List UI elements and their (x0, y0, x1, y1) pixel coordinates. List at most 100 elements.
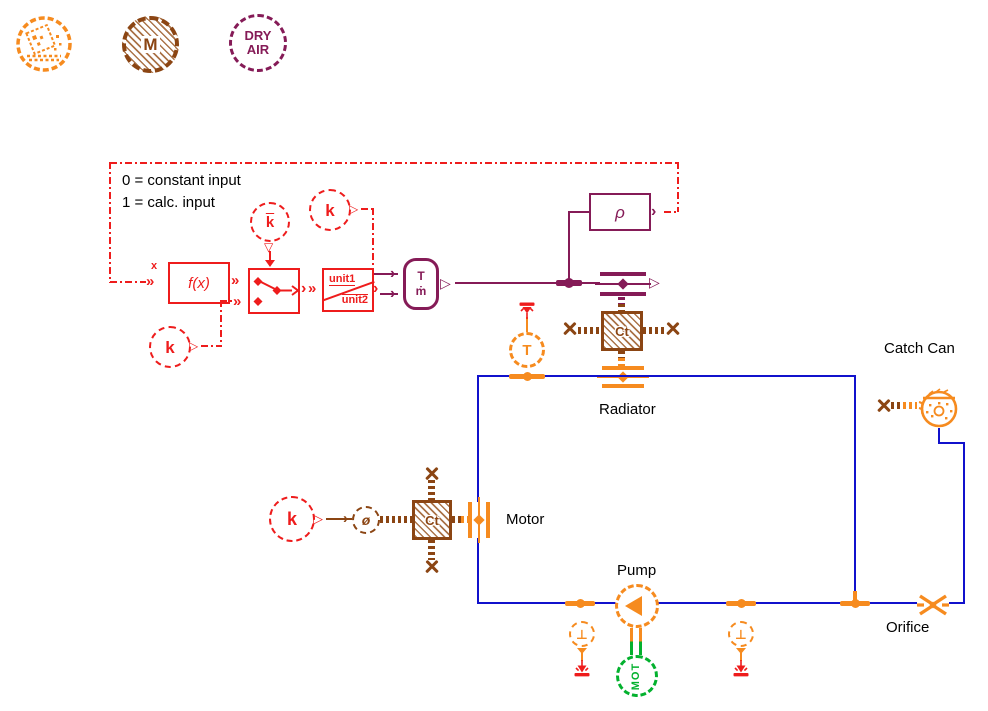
coolant-pipe-top[interactable] (478, 375, 855, 377)
prime-mover-label: MOT (630, 662, 643, 690)
feedback-line-left[interactable] (109, 162, 111, 283)
pressure-node-right-label: ⊥ (735, 626, 747, 642)
orifice-block[interactable] (915, 593, 951, 617)
heat-signal-line[interactable] (326, 518, 352, 520)
air-branch-h[interactable] (568, 211, 589, 213)
pressure-node-left-label: ⊥ (576, 626, 588, 642)
radiator-core-left-stub (578, 327, 602, 334)
pressure-left-line (581, 652, 583, 661)
coolant-pipe-bottom[interactable] (478, 602, 855, 604)
flow-output-port-icon: ▷ (189, 339, 199, 353)
note-line-1[interactable]: 0 = constant input (122, 172, 241, 189)
feedback-line-right[interactable] (677, 162, 679, 212)
pump-label[interactable]: Pump (617, 562, 657, 579)
motor-top-plug-icon (425, 466, 439, 480)
unit-top-label: unit1 (329, 273, 356, 286)
pump-left-junction[interactable] (565, 599, 595, 608)
switch-lower-input-arrow-icon: » (233, 293, 242, 310)
prime-mover-block[interactable]: MOT (616, 655, 658, 697)
motor-core-top-stub (428, 480, 435, 500)
pressure-right-line (740, 652, 742, 661)
function-block[interactable]: f(x) (168, 262, 230, 304)
switch-block[interactable] (248, 268, 300, 314)
coolant-fluid-icon[interactable] (15, 15, 73, 73)
note-line-2[interactable]: 1 = calc. input (122, 194, 215, 211)
density-sensor-label: ρ (615, 202, 625, 222)
motor-core-right-stub (452, 516, 462, 523)
loop-corner-tick (853, 591, 857, 602)
catch-can-label[interactable]: Catch Can (884, 340, 955, 357)
function-label: f(x) (188, 274, 210, 292)
feedback-line-into-fx[interactable] (110, 281, 146, 283)
pump-shaft-left (630, 628, 633, 655)
radiator-air-side-block[interactable] (595, 272, 651, 296)
catch-can-plug-icon (877, 398, 891, 412)
density-sensor-block[interactable]: ρ (589, 193, 651, 231)
feedback-line-from-rho[interactable] (664, 211, 678, 213)
coolant-temp-sensor[interactable]: T (509, 332, 545, 368)
pump-block[interactable] (615, 584, 659, 628)
orifice-label[interactable]: Orifice (886, 619, 930, 636)
air-flow-input-line[interactable] (380, 293, 398, 295)
coolant-pipe-left[interactable] (477, 375, 479, 604)
radiator-core-top-stub (618, 304, 625, 312)
radiator-core-block[interactable]: Ct (601, 311, 643, 351)
temperature-signal-line-v[interactable] (372, 208, 374, 274)
motor-bottom-plug-icon (425, 559, 439, 573)
mode-control-line[interactable] (269, 251, 271, 260)
coolant-pipe-after-orifice[interactable] (949, 602, 965, 604)
unit-input-arrow-icon: » (308, 280, 317, 297)
unit-conversion-block[interactable]: unit1 unit2 (322, 268, 375, 312)
pressure-left-plug-icon (574, 660, 590, 677)
radiator-coolant-side-block[interactable] (597, 366, 649, 388)
radiator-label[interactable]: Radiator (599, 401, 656, 418)
coolant-pipe-to-orifice[interactable] (855, 602, 917, 604)
flow-constant-label: k (165, 337, 175, 357)
air-temp-input-line[interactable] (374, 273, 398, 275)
air-line-junction[interactable] (556, 278, 582, 288)
coolant-pipe-right[interactable] (854, 375, 856, 604)
radiator-air-outlet-port-icon: ▷ (649, 274, 660, 290)
motor-material-fluid-icon[interactable]: M (122, 16, 179, 73)
motor-core-block[interactable]: Ct (412, 500, 452, 540)
air-line-main[interactable] (455, 282, 601, 284)
dry-air-fluid-icon[interactable]: DRY AIR (229, 14, 287, 72)
mode-output-port-icon: ▽ (264, 240, 274, 254)
coolant-pipe-jog[interactable] (939, 442, 965, 444)
flow-signal-line-h1[interactable] (201, 345, 222, 347)
dry-air-line2: AIR (246, 42, 270, 57)
temperature-signal-line-h[interactable] (361, 208, 374, 210)
air-source-output-port-icon: ▷ (440, 275, 451, 291)
pump-right-junction[interactable] (726, 599, 756, 608)
air-source-flow-label: ṁ (415, 284, 427, 298)
flow-signal-line-v[interactable] (220, 300, 222, 347)
coolant-pipe-riser[interactable] (963, 442, 965, 604)
flow-signal-line-h2[interactable] (220, 300, 235, 302)
motor-heat-constant-block[interactable]: k (269, 496, 315, 542)
mode-constant-label: k (265, 213, 275, 231)
air-flow-input-arrow-icon: › (390, 285, 396, 302)
pump-shaft-right (639, 628, 642, 655)
heat-flux-source-block[interactable]: ø (352, 506, 380, 534)
loop-corner-junction[interactable] (840, 599, 870, 608)
mode-constant-block[interactable]: k (250, 202, 290, 242)
air-branch-v[interactable] (568, 212, 570, 282)
pressure-node-right[interactable]: ⊥ (728, 621, 754, 647)
radiator-coolant-stub (618, 358, 625, 366)
feedback-line-top[interactable] (110, 162, 678, 164)
coolant-pipe-can-drop[interactable] (938, 428, 940, 444)
motor-label[interactable]: Motor (506, 511, 545, 528)
motor-coolant-side-block[interactable] (468, 497, 490, 543)
temp-sensor-junction[interactable] (509, 372, 545, 381)
radiator-core-right-stub (643, 327, 667, 334)
flow-constant-block[interactable]: k (149, 326, 191, 368)
temperature-constant-block[interactable]: k (309, 189, 351, 231)
motor-coolant-stub (461, 516, 469, 523)
pressure-node-left[interactable]: ⊥ (569, 621, 595, 647)
switch-output-arrow-icon: › (301, 280, 307, 297)
air-source-block[interactable]: T ṁ (403, 258, 439, 310)
catch-can-block[interactable] (917, 384, 961, 430)
mode-control-arrowhead-icon (265, 260, 275, 267)
catch-can-inlet-stub (903, 402, 917, 409)
